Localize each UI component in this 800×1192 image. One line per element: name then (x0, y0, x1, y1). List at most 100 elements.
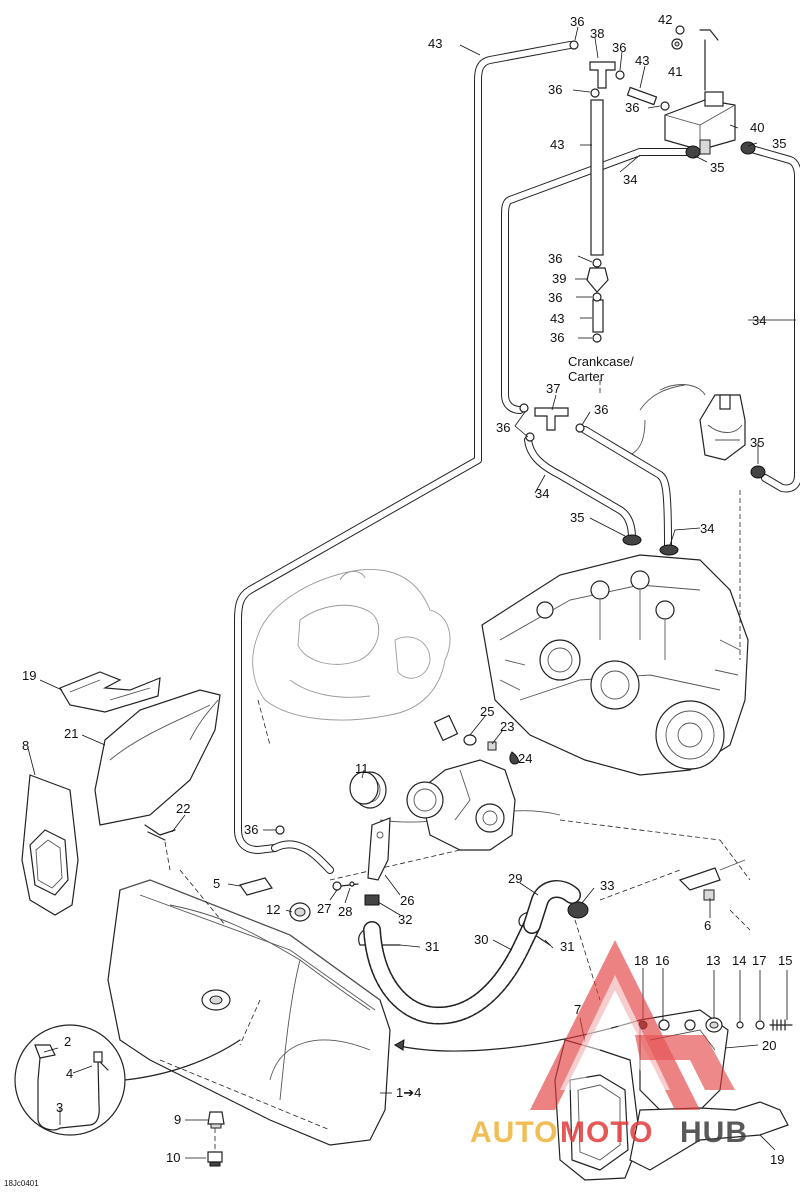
corrugated-hose-30 (363, 916, 541, 1025)
callout-14: 14 (732, 953, 746, 968)
callout-36: 36 (244, 822, 258, 837)
callout-42: 42 (658, 12, 672, 27)
callout-36: 36 (612, 40, 626, 55)
callout-35: 35 (570, 510, 584, 525)
callout-35: 35 (750, 435, 764, 450)
callout-36: 36 (594, 402, 608, 417)
callout-43: 43 (635, 53, 649, 68)
engine-ghost-left (252, 569, 451, 721)
engine-block (481, 554, 749, 776)
callout-18: 18 (634, 953, 648, 968)
callout-23: 23 (500, 719, 514, 734)
callout-34: 34 (623, 172, 637, 187)
watermark-text-hub: HUB (680, 1116, 748, 1149)
bracket-19-top (59, 671, 161, 713)
callout-28: 28 (338, 904, 352, 919)
crankcase-note-line1: Crankcase/ (568, 354, 634, 369)
callout-41: 41 (668, 64, 682, 79)
elbow-hose-29 (523, 880, 581, 934)
screws-27-28 (332, 881, 359, 891)
callout-39: 39 (552, 271, 566, 286)
callout-16: 16 (655, 953, 669, 968)
drain-plug-10 (207, 1128, 223, 1167)
watermark-text-moto: MOTO (560, 1116, 653, 1149)
tee-fitting-37 (534, 407, 569, 431)
callout-6: 6 (704, 918, 711, 933)
callout-2: 2 (64, 1034, 71, 1049)
callout-8: 8 (22, 738, 29, 753)
hose-34-right (744, 144, 800, 493)
hose-43-long (234, 41, 574, 874)
callout-3: 3 (56, 1100, 63, 1115)
ring-11 (349, 771, 379, 805)
callout-31: 31 (425, 939, 439, 954)
callout-19: 19 (22, 668, 36, 683)
callout-9: 9 (174, 1112, 181, 1127)
callout-25: 25 (480, 704, 494, 719)
callout-36: 36 (548, 290, 562, 305)
clamp-35-set (622, 141, 766, 556)
callout-1-4: 1➔4 (396, 1085, 421, 1100)
callout-36: 36 (548, 82, 562, 97)
drain-plug-9 (207, 1111, 225, 1129)
hose-34-lower (524, 426, 672, 549)
callout-34: 34 (535, 486, 549, 501)
tee-fitting-38 (589, 61, 616, 89)
callout-17: 17 (752, 953, 766, 968)
fitting-32 (364, 894, 380, 906)
callout-15: 15 (778, 953, 792, 968)
callout-13: 13 (706, 953, 720, 968)
callout-37: 37 (546, 381, 560, 396)
plate-5 (239, 877, 273, 896)
callout-43: 43 (550, 137, 564, 152)
breather-assembly (629, 384, 746, 461)
check-valve-39 (586, 267, 609, 293)
clip-22 (144, 824, 176, 871)
callout-31: 31 (560, 939, 574, 954)
callout-20: 20 (762, 1038, 776, 1053)
callout-36: 36 (550, 330, 564, 345)
callout-24: 24 (518, 751, 532, 766)
bracket-19-bottom (629, 1101, 789, 1171)
callout-34: 34 (752, 313, 766, 328)
callout-35: 35 (710, 160, 724, 175)
fuel-tank (107, 869, 391, 1146)
grommet-12 (289, 902, 311, 922)
watermark-text-auto: AUTO (470, 1116, 558, 1149)
callout-35: 35 (772, 136, 786, 151)
clamp-36-set (275, 40, 670, 835)
callout-36: 36 (570, 14, 584, 29)
callout-38: 38 (590, 26, 604, 41)
callout-27: 27 (317, 901, 331, 916)
callout-7: 7 (574, 1002, 581, 1017)
crankcase-note-line2: Carter (568, 369, 605, 384)
callout-30: 30 (474, 932, 488, 947)
callout-5: 5 (213, 876, 220, 891)
callout-26: 26 (400, 893, 414, 908)
callout-33: 33 (600, 878, 614, 893)
callout-21: 21 (64, 726, 78, 741)
panel-21 (94, 689, 221, 826)
callout-36: 36 (496, 420, 510, 435)
callout-12: 12 (266, 902, 280, 917)
callout-36: 36 (625, 100, 639, 115)
drawing-code: 18Jc0401 (4, 1179, 39, 1188)
hose-34-main (501, 148, 694, 414)
clamp-33 (567, 901, 601, 1001)
callout-19: 19 (770, 1152, 784, 1167)
callout-43: 43 (550, 311, 564, 326)
callout-10: 10 (166, 1150, 180, 1165)
automotohub-watermark: AUTO MOTO HUB (470, 940, 748, 1149)
callout-43: 43 (428, 36, 442, 51)
callout-labels: 36 38 36 42 43 43 41 36 36 40 43 35 35 3… (4, 12, 792, 1188)
callout-32: 32 (398, 912, 412, 927)
callout-36: 36 (548, 251, 562, 266)
callout-29: 29 (508, 871, 522, 886)
inset-fuel-pickup (14, 1024, 241, 1136)
bracket-26 (367, 817, 391, 881)
hose-43-vertical (590, 86, 658, 333)
bracket-6 (559, 819, 751, 931)
panel-8 (21, 774, 79, 916)
callout-11: 11 (355, 761, 369, 776)
